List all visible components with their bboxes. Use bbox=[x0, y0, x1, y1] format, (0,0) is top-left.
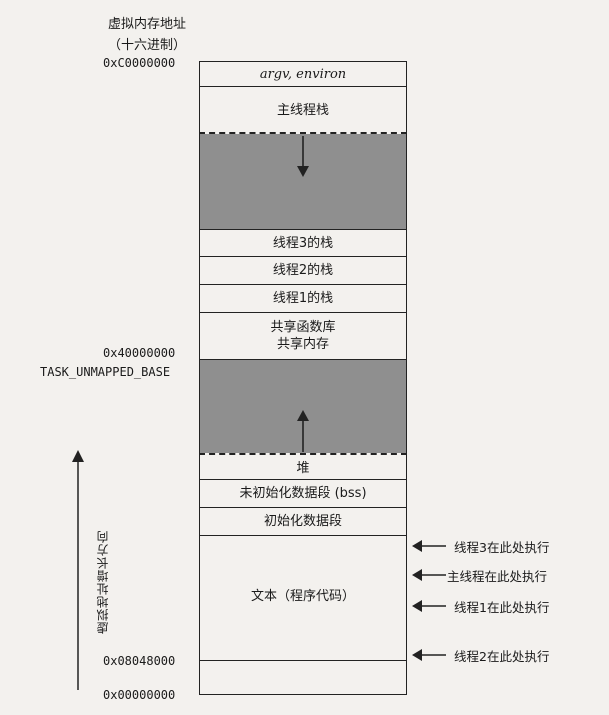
heap-label: 堆 bbox=[296, 461, 310, 476]
heap-grows-up-arrow bbox=[297, 410, 309, 452]
main-stack-region: 主线程栈 bbox=[199, 87, 407, 132]
bss-region: 未初始化数据段 (bss) bbox=[199, 480, 407, 507]
divider bbox=[199, 479, 407, 480]
diagram-title: 虚拟内存地址 bbox=[107, 17, 186, 32]
heap-region: 堆 bbox=[199, 455, 407, 479]
address-top: 0xC0000000 bbox=[103, 56, 176, 70]
main-thread-exec-arrow bbox=[412, 569, 446, 581]
thread2-stack-region: 线程2的栈 bbox=[199, 257, 407, 284]
text-region: 文本（程序代码） bbox=[199, 536, 407, 660]
divider bbox=[199, 86, 407, 87]
shared-lib-region: 共享函数库 共享内存 bbox=[199, 313, 407, 359]
text-region-label: 文本（程序代码） bbox=[250, 588, 355, 604]
main-stack-label: 主线程栈 bbox=[276, 103, 329, 118]
divider bbox=[199, 229, 407, 230]
divider bbox=[199, 256, 407, 257]
divider bbox=[199, 694, 407, 695]
thread1-exec-label: 线程1在此处执行 bbox=[454, 600, 550, 615]
main-thread-exec-label: 主线程在此处执行 bbox=[447, 569, 548, 584]
diagram-subtitle: （十六进制） bbox=[107, 38, 186, 53]
unmapped-bottom-region bbox=[199, 661, 407, 694]
divider bbox=[199, 535, 407, 536]
address-bottom: 0x00000000 bbox=[103, 688, 176, 702]
address-mid: 0x40000000 bbox=[103, 346, 176, 360]
address-growth-arrow bbox=[72, 450, 84, 690]
divider bbox=[199, 660, 407, 661]
main-stack-growth-boundary bbox=[199, 132, 407, 134]
growth-direction-label: 虚拟地址增长方向 bbox=[96, 530, 110, 634]
thread2-exec-label: 线程2在此处执行 bbox=[454, 649, 550, 664]
thread1-stack-region: 线程1的栈 bbox=[199, 285, 407, 312]
shared-lib-label: 共享函数库 bbox=[270, 320, 336, 335]
thread3-stack-region: 线程3的栈 bbox=[199, 230, 407, 256]
divider bbox=[199, 312, 407, 313]
thread3-exec-label: 线程3在此处执行 bbox=[454, 540, 550, 555]
divider bbox=[199, 61, 407, 62]
heap-growth-boundary bbox=[199, 453, 407, 455]
thread2-exec-arrow bbox=[412, 649, 446, 661]
address-mid-label: TASK_UNMAPPED_BASE bbox=[40, 365, 171, 379]
divider bbox=[199, 359, 407, 360]
shared-mem-label: 共享内存 bbox=[276, 337, 329, 352]
argv-environ-region: argv, environ bbox=[199, 62, 407, 86]
divider bbox=[199, 507, 407, 508]
stack-grows-down-arrow bbox=[297, 136, 309, 177]
thread1-exec-arrow bbox=[412, 600, 446, 612]
address-text-start: 0x08048000 bbox=[103, 654, 176, 668]
thread3-exec-arrow bbox=[412, 540, 446, 552]
data-region: 初始化数据段 bbox=[199, 508, 407, 535]
divider bbox=[199, 284, 407, 285]
